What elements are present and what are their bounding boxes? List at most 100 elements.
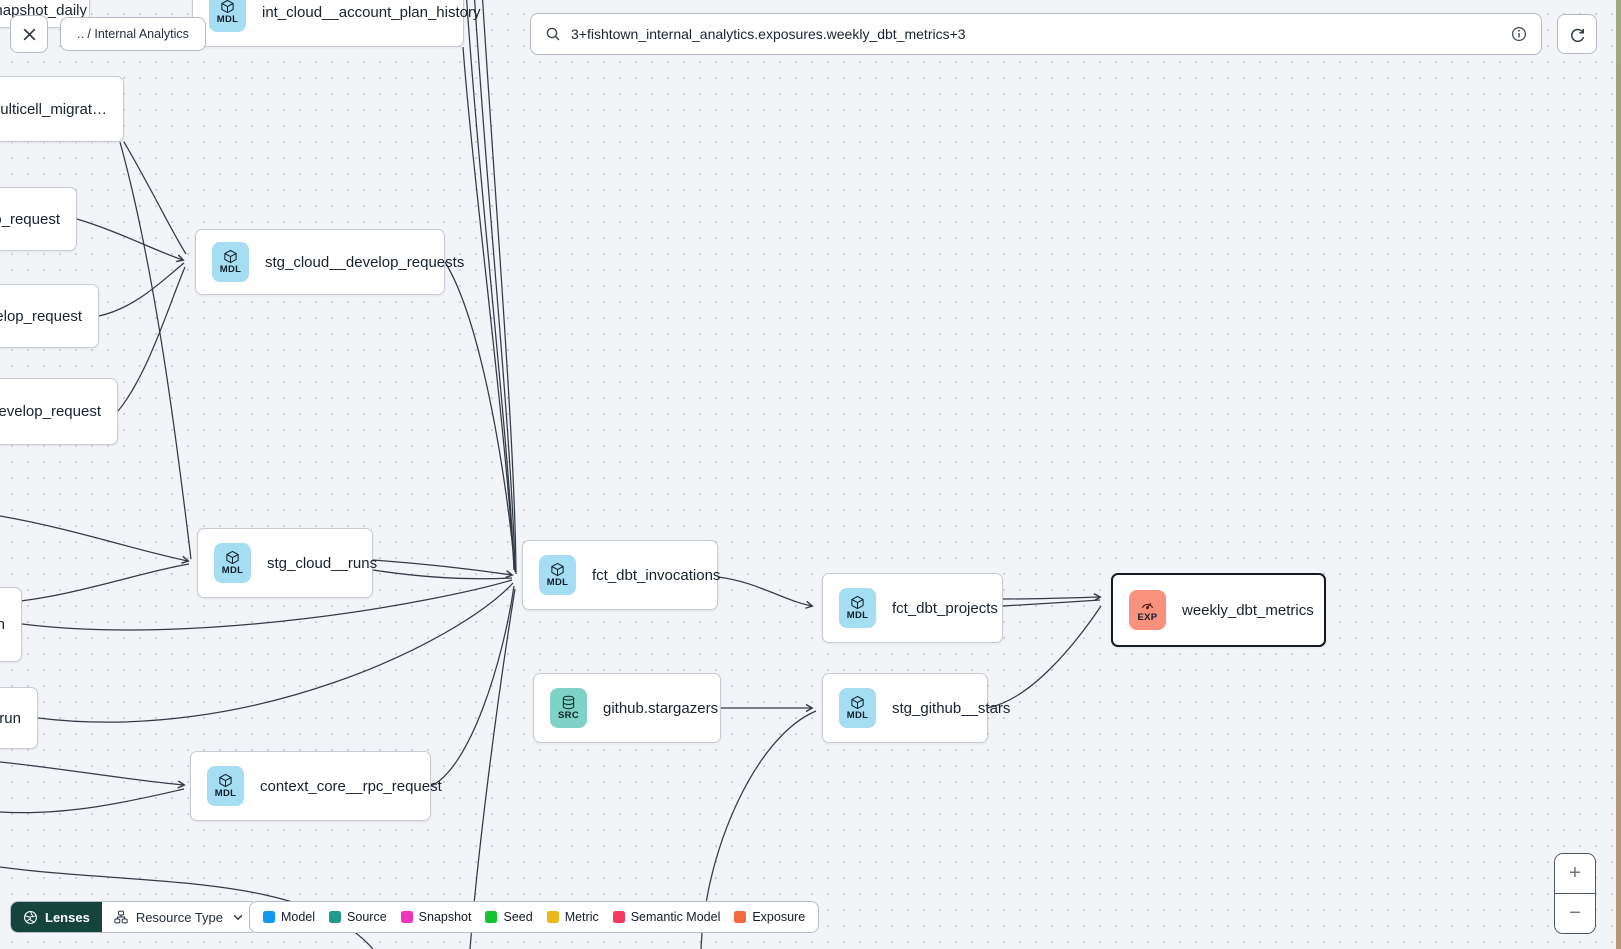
legend-swatch <box>263 911 275 923</box>
graph-node-velop-request[interactable]: velop_request <box>0 284 99 348</box>
graph-node-run-partial[interactable]: .run <box>0 687 38 749</box>
graph-node-context-core-rpc-request[interactable]: MDL context_core__rpc_request <box>190 751 442 821</box>
source-database-icon <box>562 695 575 710</box>
resource-type-dropdown[interactable]: Resource Type <box>101 902 258 932</box>
legend-swatch <box>612 911 625 923</box>
graph-node-stg-github-stars[interactable]: MDL stg_github__stars <box>822 673 1010 743</box>
badge-label: MDL <box>846 710 869 722</box>
legend-item: Model <box>263 910 315 924</box>
node-label: velop_request <box>0 307 82 325</box>
legend-label: Metric <box>564 910 599 924</box>
resource-type-label: Resource Type <box>135 909 224 925</box>
node-label: .run <box>0 709 21 727</box>
search-bar[interactable]: 3+fishtown_internal_analytics.exposures.… <box>530 13 1542 55</box>
badge-label: MDL <box>546 577 569 589</box>
graph-node-stg-cloud-runs[interactable]: MDL stg_cloud__runs <box>197 528 377 598</box>
lenses-group: Lenses Resource Type <box>10 901 259 933</box>
graph-node-n-partial[interactable]: n <box>0 587 22 662</box>
src-badge: SRC <box>550 688 587 728</box>
refresh-icon <box>1570 28 1584 42</box>
legend-label: Source <box>347 910 387 924</box>
node-label: github.stargazers <box>603 699 719 717</box>
legend-item: Seed <box>485 910 533 924</box>
zoom-controls: + − <box>1554 853 1596 934</box>
legend-label: Model <box>281 910 316 924</box>
chevron-down-icon <box>233 914 243 921</box>
badge-label: MDL <box>216 14 239 26</box>
graph-node-github-stargazers[interactable]: SRC github.stargazers <box>533 673 721 743</box>
node-label: n <box>0 616 5 633</box>
node-label: int_cloud__account_plan_history <box>262 3 481 21</box>
node-label: .develop_request <box>0 403 101 420</box>
mdl-badge: MDL <box>214 543 251 583</box>
node-label: stg_cloud__develop_requests <box>265 253 465 271</box>
node-label: fct_dbt_invocations <box>592 566 721 584</box>
aperture-icon <box>24 910 37 924</box>
legend-swatch <box>329 911 342 923</box>
close-icon <box>23 28 35 40</box>
mdl-badge: MDL <box>839 588 876 628</box>
exp-badge: EXP <box>1129 590 1166 630</box>
legend-item: Semantic Model <box>612 910 721 924</box>
exposure-gauge-icon <box>1141 603 1154 610</box>
model-cube-icon <box>851 696 864 710</box>
graph-node-int-cloud-account-plan-history[interactable]: MDL int_cloud__account_plan_history <box>192 0 481 47</box>
mdl-badge: MDL <box>209 0 246 32</box>
info-icon[interactable] <box>1511 26 1527 42</box>
breadcrumb-label: .. / Internal Analytics <box>77 27 189 41</box>
screen-edge-strip <box>1616 0 1621 949</box>
lenses-label: Lenses <box>45 909 90 925</box>
refresh-button[interactable] <box>1557 14 1597 54</box>
zoom-out-button[interactable]: − <box>1555 893 1595 933</box>
badge-label: MDL <box>846 610 869 622</box>
badge-label: MDL <box>219 264 242 276</box>
model-cube-icon <box>219 774 232 788</box>
lenses-button[interactable]: Lenses <box>11 902 102 932</box>
node-label: p_request <box>0 210 60 228</box>
graph-node-p-request[interactable]: p_request <box>0 187 77 251</box>
graph-node-stg-cloud-develop-requests[interactable]: MDL stg_cloud__develop_requests <box>195 229 464 295</box>
legend-item: Exposure <box>734 910 805 924</box>
node-label: stg_github__stars <box>892 699 1011 717</box>
legend-label: Seed <box>503 910 533 924</box>
graph-node-multicell-migrat[interactable]: multicell_migrat… <box>0 76 124 142</box>
mdl-badge: MDL <box>212 242 249 282</box>
graph-node-fct-dbt-projects[interactable]: MDL fct_dbt_projects <box>822 573 1003 643</box>
model-cube-icon <box>221 0 234 14</box>
legend-swatch <box>400 911 413 923</box>
node-label: snapshot_daily <box>0 2 87 19</box>
search-icon <box>546 27 560 41</box>
zoom-in-button[interactable]: + <box>1555 854 1595 893</box>
legend-label: Exposure <box>752 910 806 924</box>
node-label: stg_cloud__runs <box>267 554 378 572</box>
model-cube-icon <box>851 596 864 610</box>
legend-swatch <box>485 911 498 923</box>
legend: Model Source Snapshot Seed Metric Semantic Mo… <box>249 901 820 933</box>
node-label: context_core__rpc_request <box>260 777 442 795</box>
mdl-badge: MDL <box>207 766 244 806</box>
close-button[interactable] <box>10 15 48 53</box>
legend-swatch <box>546 911 559 923</box>
model-cube-icon <box>224 250 237 264</box>
breadcrumb[interactable]: .. / Internal Analytics <box>60 17 206 51</box>
badge-label: SRC <box>558 710 579 722</box>
badge-label: EXP <box>1137 612 1158 624</box>
legend-label: Semantic Model <box>630 910 721 924</box>
node-label: fct_dbt_projects <box>892 599 998 617</box>
model-cube-icon <box>226 551 239 565</box>
mdl-badge: MDL <box>839 688 876 728</box>
legend-swatch <box>734 911 747 923</box>
graph-node-develop-request[interactable]: .develop_request <box>0 378 118 445</box>
resource-type-icon <box>114 910 128 924</box>
node-label: multicell_migrat… <box>0 100 107 118</box>
legend-item: Metric <box>546 910 599 924</box>
graph-node-fct-dbt-invocations[interactable]: MDL fct_dbt_invocations <box>522 540 721 610</box>
graph-node-weekly-dbt-metrics[interactable]: EXP weekly_dbt_metrics <box>1111 573 1326 647</box>
search-input[interactable]: 3+fishtown_internal_analytics.exposures.… <box>571 26 966 42</box>
model-cube-icon <box>551 563 564 577</box>
legend-item: Snapshot <box>400 910 471 924</box>
node-label: weekly_dbt_metrics <box>1182 601 1314 619</box>
